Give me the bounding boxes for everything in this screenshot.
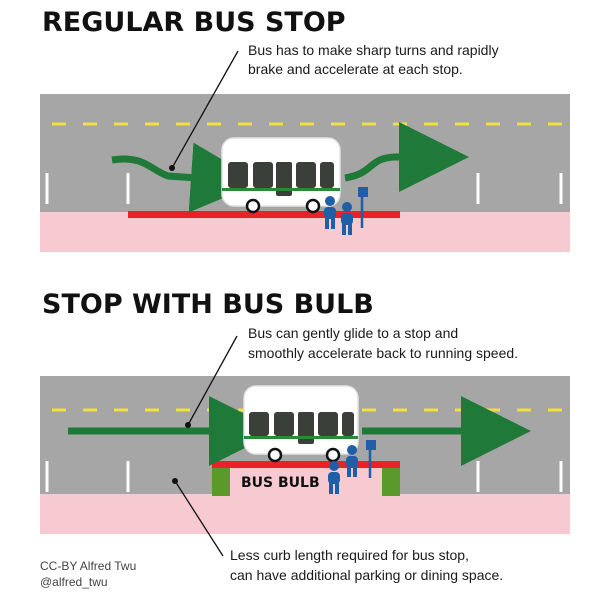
lane-ticks [45, 173, 563, 204]
callout-leader-line [187, 335, 238, 426]
bus-window [228, 162, 248, 188]
bus-bulb-label: BUS BULB [241, 475, 320, 491]
regular-callout-line1: Bus has to make sharp turns and rapidly [248, 42, 499, 58]
bus-window [320, 162, 334, 188]
red-curb [128, 211, 400, 218]
credit-line2: @alfred_twu [40, 575, 108, 589]
bulb-bottom-line2: can have additional parking or dining sp… [230, 567, 503, 583]
bus-window [253, 162, 273, 188]
bus [221, 137, 341, 214]
bus-wheel [267, 447, 283, 463]
bulb-planter-left [212, 468, 230, 496]
bottom-callout-dot [172, 478, 178, 484]
bus-window [296, 162, 316, 188]
lane-ticks [45, 461, 563, 492]
bus-wheel [245, 198, 261, 214]
bus-stop-sign [358, 187, 368, 228]
regular-callout-line2: brake and accelerate at each stop. [248, 61, 463, 77]
bus-window [318, 412, 338, 436]
regular-stop-heading: REGULAR BUS STOP [42, 7, 346, 38]
bus-stripe [222, 188, 340, 191]
bulb-stop-section: STOP WITH BUS BULB BUS BULB [40, 289, 570, 583]
person-icon [341, 202, 353, 235]
person-icon [328, 461, 340, 494]
bus-door [276, 162, 292, 196]
sidewalk [40, 212, 570, 252]
callout-dot [169, 165, 175, 171]
bus-exit-arrow [344, 122, 469, 192]
bus [243, 385, 359, 463]
bulb-callout-line2: smoothly accelerate back to running spee… [248, 345, 518, 361]
bus-wheel [325, 447, 341, 463]
bulb-bottom-line1: Less curb length required for bus stop, [230, 547, 469, 563]
bus-door [298, 412, 314, 444]
bus-window [342, 412, 354, 436]
sidewalk [40, 494, 570, 534]
bulb-red-curb [212, 461, 400, 468]
bus-entry-arrow [111, 142, 261, 213]
credit-line1: CC-BY Alfred Twu [40, 559, 136, 573]
bus-window [274, 412, 294, 436]
person-icon [324, 196, 336, 229]
bulb-planter-right [382, 468, 400, 496]
bus-stripe [244, 436, 358, 439]
bus-wheel [305, 198, 321, 214]
bulb-stop-heading: STOP WITH BUS BULB [42, 289, 374, 320]
bulb-callout-line1: Bus can gently glide to a stop and [248, 325, 458, 341]
callout-dot [185, 422, 191, 428]
bottom-callout-leader-line [174, 480, 224, 557]
callout-leader-line [171, 50, 239, 169]
regular-stop-section: REGULAR BUS STOP [40, 7, 570, 252]
bus-window [249, 412, 269, 436]
person-icon [346, 445, 358, 477]
bus-stop-sign [366, 440, 376, 478]
